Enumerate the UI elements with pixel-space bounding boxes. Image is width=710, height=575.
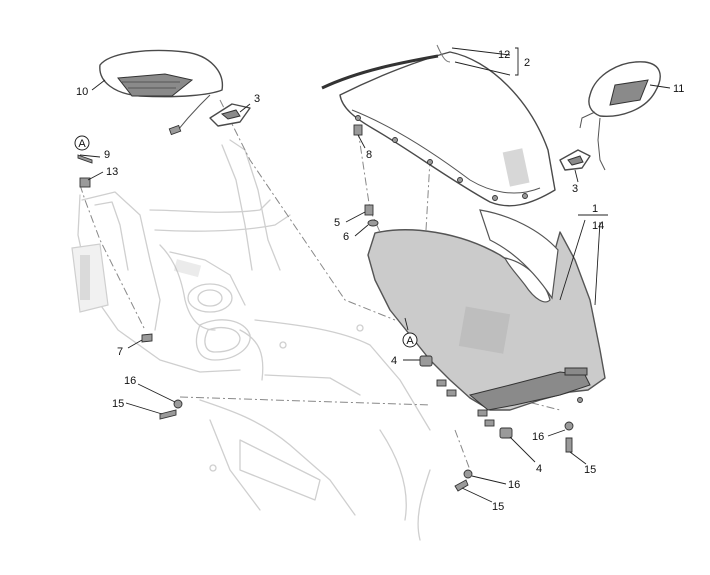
callout-labels: 10 3 11 12 2 8 3 1 14 5 6 9 13 7 4 16 15… <box>76 49 684 513</box>
callout-11: 11 <box>673 83 684 95</box>
callout-3-left: 3 <box>254 93 260 105</box>
part-13-clip <box>79 177 91 188</box>
callout-12: 12 <box>498 49 510 61</box>
callout-15-bottom: 15 <box>492 501 504 513</box>
part-4-nut-lower <box>499 427 513 439</box>
callout-14: 14 <box>592 220 604 232</box>
callout-13: 13 <box>106 166 118 178</box>
left-mirror <box>99 49 224 136</box>
callout-7: 7 <box>117 346 123 358</box>
part-7-screw <box>141 333 153 343</box>
windscreen-seal <box>321 54 439 90</box>
leader-lines <box>79 47 671 503</box>
part-15-screw-left <box>159 409 177 420</box>
hardware <box>77 124 574 492</box>
part-16-washer-bottom <box>463 469 473 479</box>
callout-4-lower: 4 <box>536 463 542 475</box>
part-4-nut-upper <box>419 355 433 367</box>
callout-16-right: 16 <box>532 431 544 443</box>
callout-3-right: 3 <box>572 183 578 195</box>
fairing-decal <box>458 306 511 354</box>
windscreen <box>321 44 556 207</box>
callout-5: 5 <box>334 217 340 229</box>
callout-16-bottom: 16 <box>508 479 520 491</box>
windscreen-decal <box>502 148 530 187</box>
reference-marker-a-left: A <box>74 135 90 151</box>
callout-8: 8 <box>366 149 372 161</box>
callout-6: 6 <box>343 231 349 243</box>
part-9-screw <box>77 154 93 164</box>
part-8-screw <box>353 124 363 136</box>
part-5-screw <box>364 204 374 216</box>
left-mirror-gasket <box>209 103 251 127</box>
part-16-washer-right <box>564 421 574 431</box>
ghost-motorcycle-body <box>71 139 431 541</box>
right-mirror-gasket <box>559 149 591 171</box>
callout-2: 2 <box>524 57 530 69</box>
callout-16-left: 16 <box>124 375 136 387</box>
callout-15-left: 15 <box>112 398 124 410</box>
callout-4-upper: 4 <box>391 355 397 367</box>
part-16-washer-left <box>173 399 183 409</box>
reference-marker-a-right: A <box>402 317 418 348</box>
callout-10: 10 <box>76 86 88 98</box>
fairing-badge <box>564 367 588 376</box>
callout-1: 1 <box>592 203 598 215</box>
part-15-screw-right <box>565 437 573 453</box>
part-15-screw-bottom <box>454 479 469 492</box>
callout-9: 9 <box>104 149 110 161</box>
front-fairing <box>367 209 606 427</box>
svg-text:A: A <box>78 138 86 150</box>
part-6-washer <box>367 219 379 227</box>
callout-15-right: 15 <box>584 464 596 476</box>
right-mirror <box>579 61 661 171</box>
svg-text:A: A <box>406 335 414 347</box>
